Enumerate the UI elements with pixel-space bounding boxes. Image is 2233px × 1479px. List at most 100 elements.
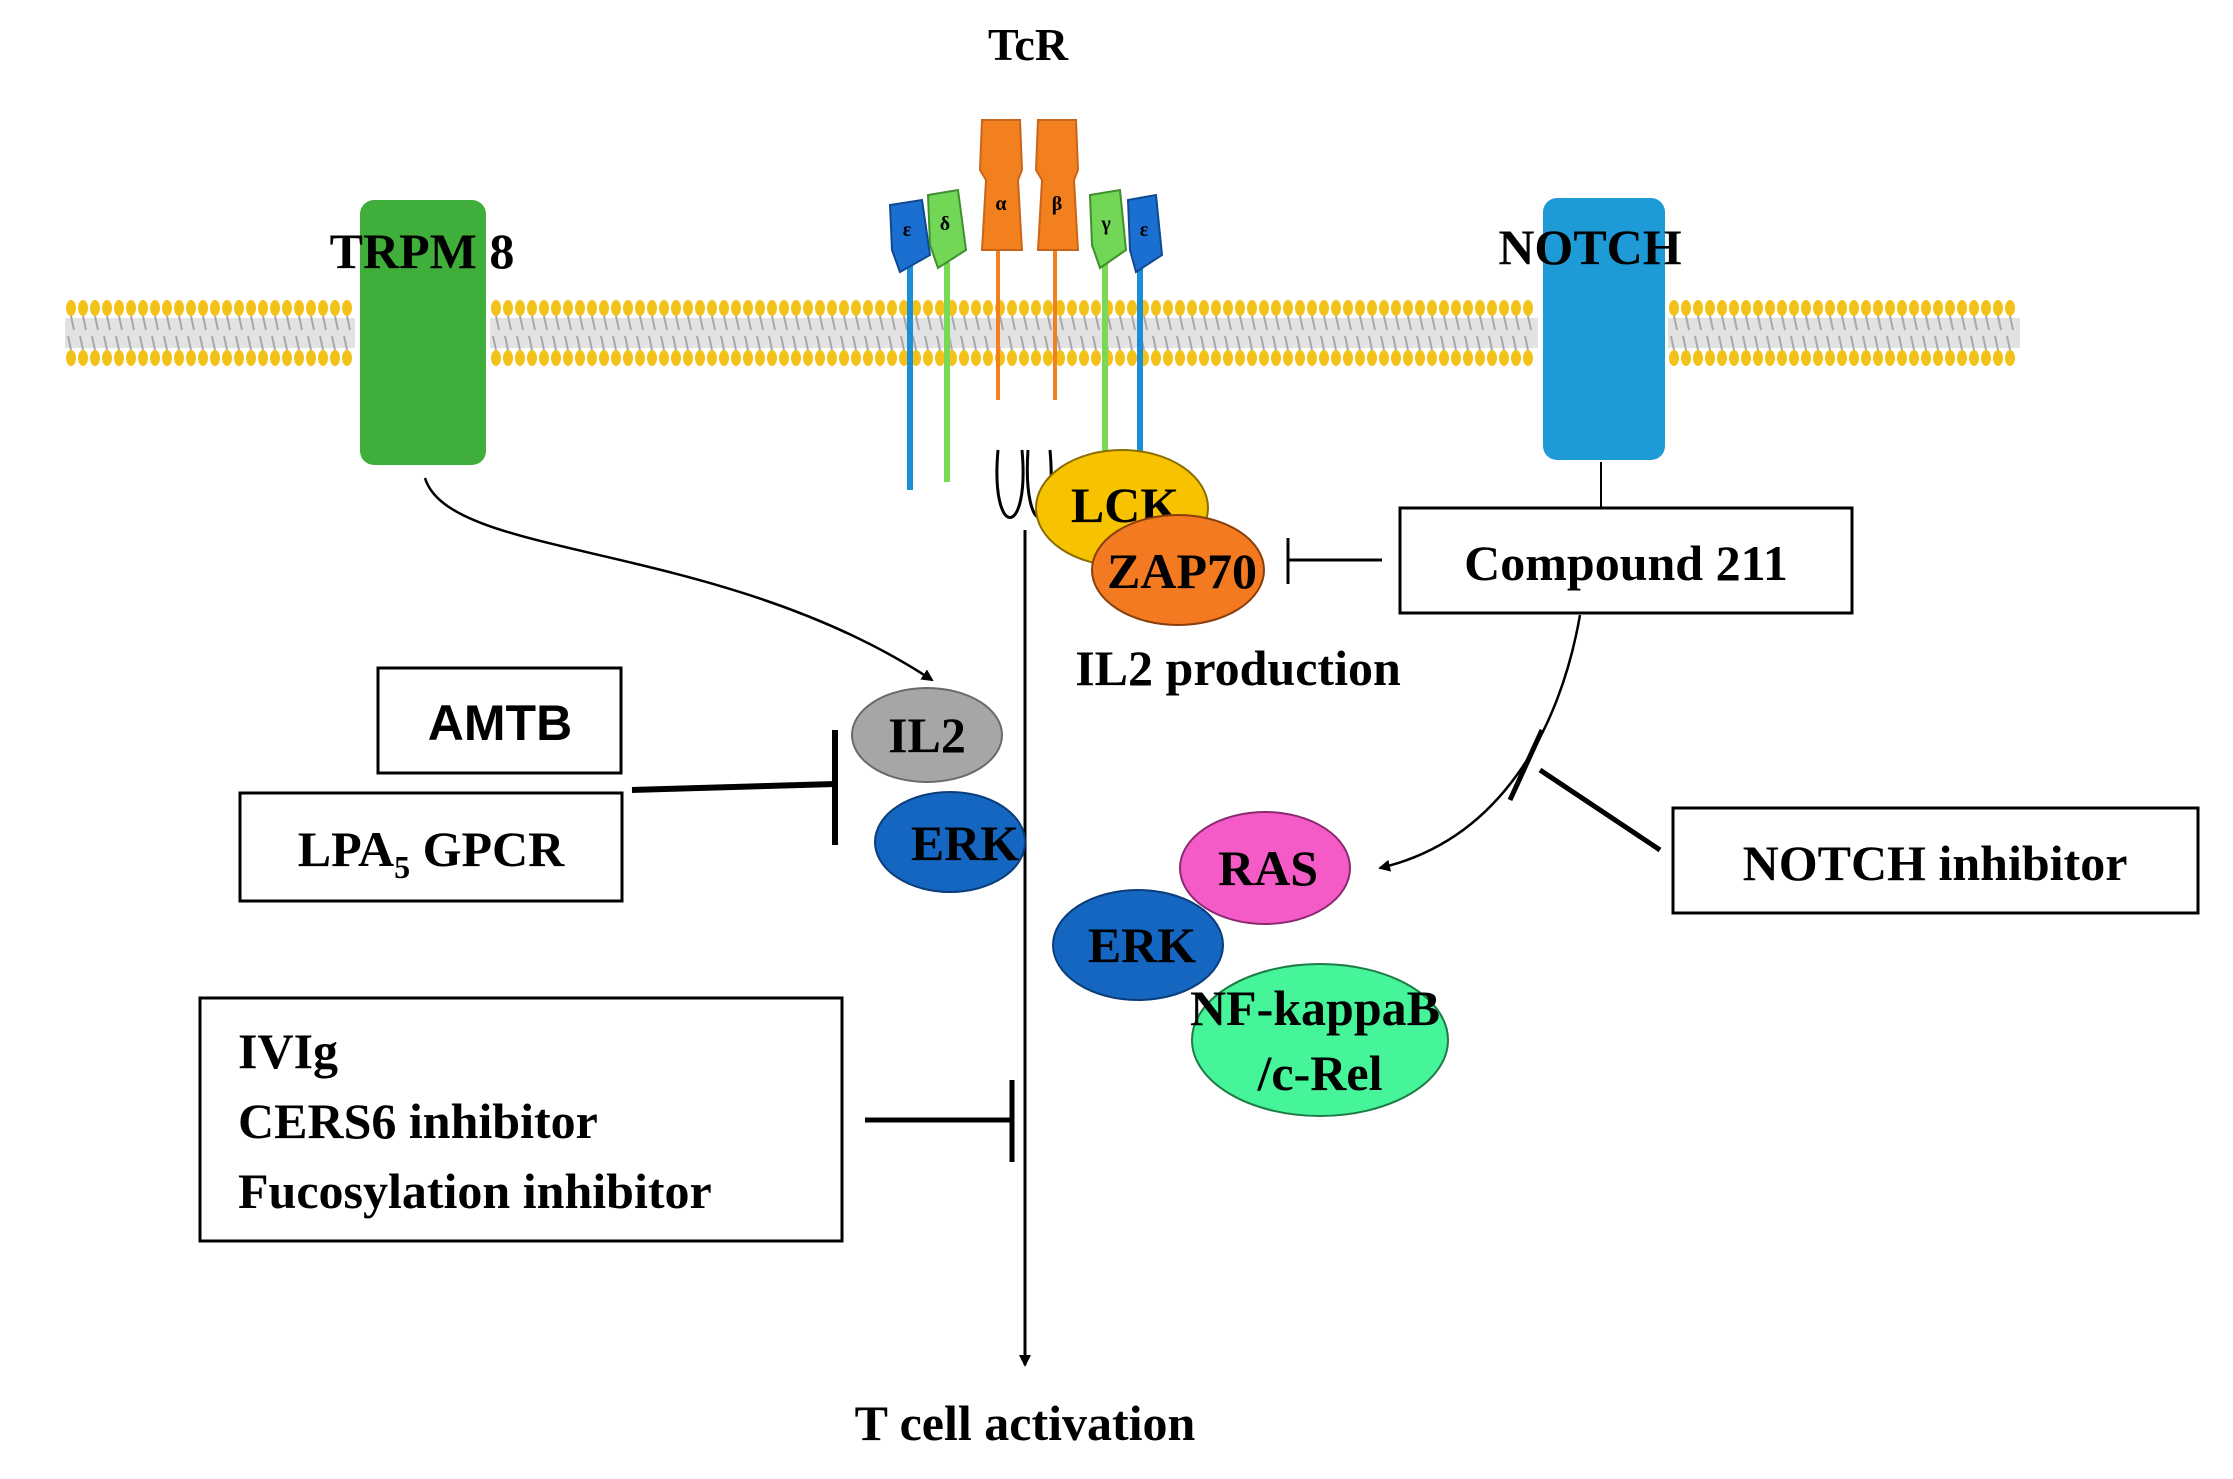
lipid-head — [1669, 300, 1679, 316]
lipid-head — [827, 300, 837, 316]
lipid-head — [1463, 350, 1473, 366]
lipid-head — [707, 300, 717, 316]
lipid-tail — [1332, 335, 1337, 351]
lipid-head — [330, 350, 340, 366]
lipid-head — [683, 300, 693, 316]
lipid-head — [839, 300, 849, 316]
lipid-head — [66, 350, 76, 366]
lipid-tail — [1260, 335, 1265, 351]
lipid-head — [1403, 350, 1413, 366]
lipid-head — [1115, 300, 1125, 316]
lipid-head — [1223, 300, 1233, 316]
lipid-tail — [67, 335, 72, 351]
lipid-tail — [939, 315, 944, 331]
lipid-head — [1897, 300, 1907, 316]
lipid-tail — [1011, 315, 1016, 331]
lipid-tail — [531, 315, 536, 331]
lipid-head — [1993, 350, 2003, 366]
lipid-head — [1379, 300, 1389, 316]
lipid-tail — [1263, 315, 1268, 331]
lipid-tail — [843, 315, 848, 331]
lipid-head — [1091, 300, 1101, 316]
trpm8-label: TRPM 8 — [330, 223, 515, 279]
lipid-tail — [1356, 335, 1361, 351]
lipid-tail — [963, 315, 968, 331]
lipid-head — [551, 350, 561, 366]
lipid-tail — [1754, 335, 1759, 351]
notch-inhibitor-line — [1538, 767, 1662, 853]
lipid-tail — [1464, 335, 1469, 351]
lipid-head — [102, 350, 112, 366]
lpa5-prefix: LPA — [298, 821, 394, 877]
lipid-tail — [567, 315, 572, 331]
lipid-head — [282, 300, 292, 316]
lipid-tail — [286, 315, 291, 331]
lipid-head — [1259, 300, 1269, 316]
lpa5-gpcr-label: LPA5 GPCR — [298, 821, 565, 885]
lipid-head — [1681, 350, 1691, 366]
lipid-tail — [1946, 335, 1951, 351]
lipid-tail — [1380, 335, 1385, 351]
lipid-tail — [2009, 315, 2014, 331]
lipid-head — [1741, 300, 1751, 316]
lipid-tail — [1320, 335, 1325, 351]
lipid-tail — [259, 335, 264, 351]
lipid-head — [294, 300, 304, 316]
lipid-head — [611, 350, 621, 366]
lipid-head — [1271, 350, 1281, 366]
lipid-tail — [783, 315, 788, 331]
lipid-head — [935, 350, 945, 366]
lipid-tail — [1889, 315, 1894, 331]
lipid-tail — [1323, 315, 1328, 331]
lipid-head — [695, 350, 705, 366]
amtb-inhibition-line — [631, 781, 836, 793]
lipid-tail — [555, 315, 560, 331]
lipid-tail — [1527, 315, 1532, 331]
lipid-head — [1801, 300, 1811, 316]
zeta-chain-left — [995, 449, 1025, 519]
lipid-head — [767, 300, 777, 316]
lipid-tail — [696, 335, 701, 351]
lipid-head — [1921, 350, 1931, 366]
lipid-tail — [927, 315, 932, 331]
lipid-tail — [223, 335, 228, 351]
lipid-head — [1897, 350, 1907, 366]
lipid-tail — [675, 315, 680, 331]
lipid-head — [318, 350, 328, 366]
lipid-head — [210, 350, 220, 366]
lipid-tail — [1491, 315, 1496, 331]
lipid-head — [1981, 350, 1991, 366]
lipid-tail — [1224, 335, 1229, 351]
lipid-tail — [91, 335, 96, 351]
lipid-head — [767, 350, 777, 366]
lipid-head — [623, 350, 633, 366]
lipid-head — [779, 350, 789, 366]
lipid-tail — [1428, 335, 1433, 351]
lipid-head — [1499, 300, 1509, 316]
lipid-tail — [900, 335, 905, 351]
lipid-head — [1319, 350, 1329, 366]
lipid-head — [270, 300, 280, 316]
lipid-tail — [912, 335, 917, 351]
lipid-tail — [1191, 315, 1196, 331]
lipid-head — [1415, 350, 1425, 366]
lipid-head — [1693, 300, 1703, 316]
lipid-tail — [1248, 335, 1253, 351]
lipid-tail — [1793, 315, 1798, 331]
lipid-head — [575, 300, 585, 316]
lipid-tail — [1515, 315, 1520, 331]
lipid-tail — [543, 315, 548, 331]
lipid-tail — [1212, 335, 1217, 351]
lipid-tail — [238, 315, 243, 331]
lipid-head — [306, 350, 316, 366]
lipid-head — [1127, 300, 1137, 316]
lipid-tail — [1973, 315, 1978, 331]
lipid-tail — [1937, 315, 1942, 331]
lipid-head — [899, 350, 909, 366]
lipid-tail — [1769, 315, 1774, 331]
inhibitor-ivig: IVIg — [238, 1023, 338, 1079]
lipid-tail — [1308, 335, 1313, 351]
lipid-head — [527, 300, 537, 316]
lipid-head — [318, 300, 328, 316]
lipid-tail — [711, 315, 716, 331]
